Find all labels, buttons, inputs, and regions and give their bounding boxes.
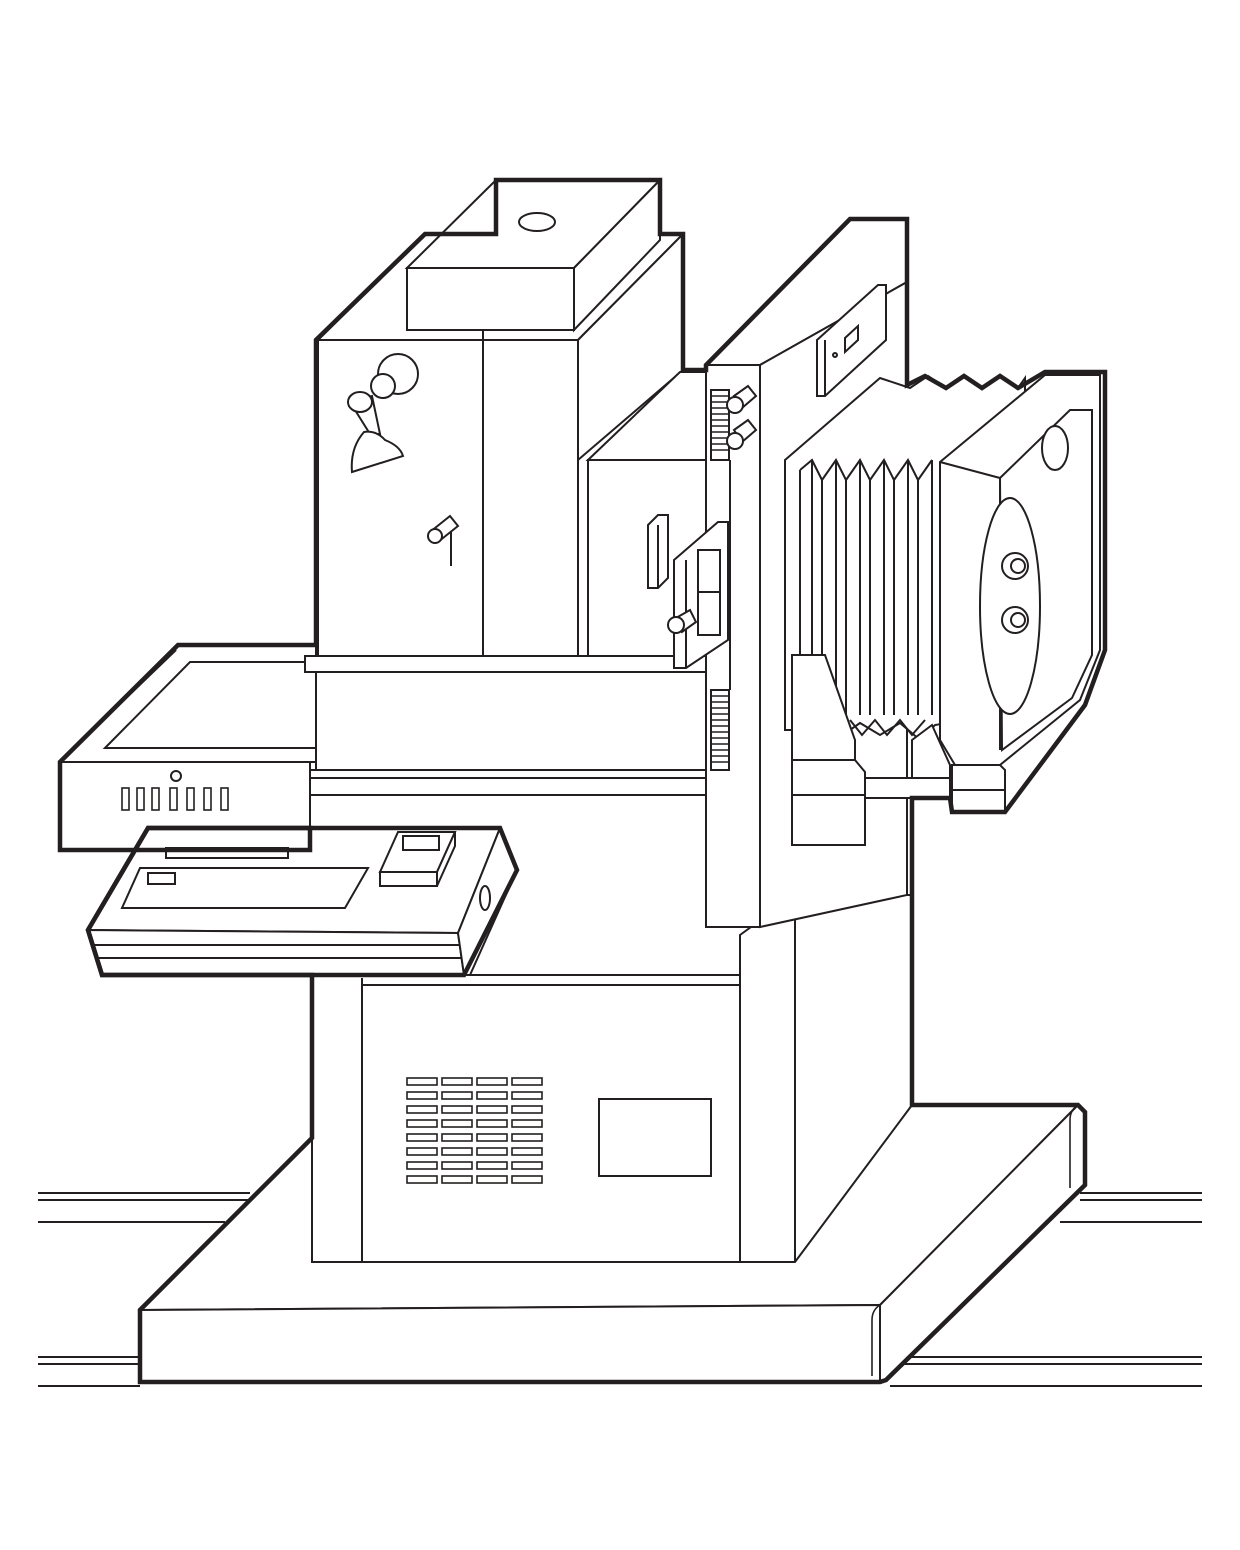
lens — [979, 497, 1041, 715]
front-support — [791, 654, 951, 846]
lower-housing — [311, 894, 913, 1263]
floor-rails — [38, 1192, 1202, 1387]
column-rack-upper — [710, 389, 730, 461]
top-cap — [404, 177, 663, 333]
control-knob — [479, 885, 491, 911]
label-plate — [816, 284, 887, 397]
lamp-adjust-knob — [347, 353, 419, 474]
lamp-lever — [427, 514, 460, 566]
control-panel-contour — [85, 825, 520, 978]
column-rack-lower — [710, 689, 730, 771]
left-tray — [57, 644, 317, 851]
tray-slots — [121, 787, 229, 811]
lens-bracket — [951, 764, 1006, 813]
control-screen — [120, 867, 370, 909]
vent-grille — [406, 1077, 543, 1184]
film-carrier — [673, 521, 729, 669]
column-knob-lower — [726, 418, 758, 450]
lens-adjust-knob — [1041, 425, 1069, 471]
column-knob-upper — [726, 384, 758, 414]
carrier-knob — [667, 608, 698, 634]
access-panel — [598, 1098, 712, 1177]
middle-section — [309, 671, 709, 796]
outer-contour — [57, 177, 1108, 1385]
control-button — [147, 872, 176, 885]
tray-indicator-light — [170, 770, 182, 782]
control-switch — [378, 831, 457, 887]
door-handle — [647, 514, 669, 589]
